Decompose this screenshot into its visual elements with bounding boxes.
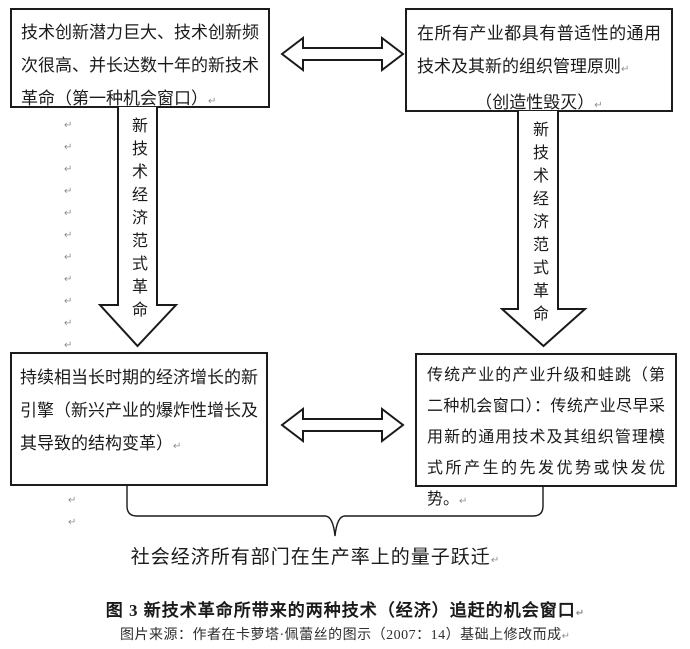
figure-source: 图片来源：作者在卡萝塔·佩蕾丝的图示（2007：14）基础上修改而成↵ — [119, 628, 571, 643]
paragraph-mark: ↵ — [64, 120, 73, 131]
box-growth-engine: 持续相当长时期的经济增长的新引擎（新兴产业的爆炸性增长及其导致的结构变革）↵ — [10, 352, 268, 486]
paragraph-mark: ↵ — [68, 495, 77, 506]
paragraph-mark: ↵ — [64, 142, 73, 153]
paragraph-mark: ↵ — [561, 631, 571, 642]
paragraph-mark: ↵ — [64, 230, 73, 241]
paragraph-mark-column-lower: ↵ ↵ — [68, 490, 76, 534]
paragraph-mark: ↵ — [173, 441, 182, 452]
box-growth-engine-text: 持续相当长时期的经济增长的新引擎（新兴产业的爆炸性增长及其导致的结构变革） — [20, 368, 258, 453]
box-general-purpose-tech-subtext: （创造性毁灭）↵ — [475, 93, 603, 112]
paradigm-label-left: 新技术经济范式革命 — [129, 117, 146, 324]
paragraph-mark: ↵ — [68, 517, 77, 528]
paragraph-mark-column: ↵ ↵ ↵ ↵ ↵ ↵ ↵ ↵ ↵ ↵ ↵ — [64, 115, 72, 357]
brace-conclusion-text: 社会经济所有部门在生产率上的量子跃迁↵ — [130, 547, 500, 568]
paragraph-mark: ↵ — [64, 208, 73, 219]
paragraph-mark: ↵ — [575, 608, 585, 619]
under-brace — [126, 485, 544, 537]
paragraph-mark: ↵ — [64, 252, 73, 263]
down-arrow-right — [500, 111, 588, 348]
paragraph-mark: ↵ — [64, 318, 73, 329]
double-arrow-bottom — [280, 407, 405, 443]
figure-caption: 图 3 新技术革命所带来的两种技术（经济）追赶的机会窗口↵ — [105, 601, 585, 620]
box-industry-upgrade-text: 传统产业的产业升级和蛙跳（第二种机会窗口）：传统产业尽早采用新的通用技术及其组织… — [427, 367, 665, 508]
box-general-purpose-tech: 在所有产业都具有普适性的通用技术及其新的组织管理原则↵ （创造性毁灭）↵ — [405, 8, 673, 112]
box-new-tech-revolution-text: 技术创新潜力巨大、技术创新频次很高、并长达数十年的新技术革命（第一种机会窗口） — [21, 23, 259, 108]
paragraph-mark: ↵ — [594, 100, 603, 111]
paragraph-mark: ↵ — [621, 64, 630, 75]
paragraph-mark: ↵ — [459, 496, 468, 507]
paragraph-mark: ↵ — [64, 274, 73, 285]
paragraph-mark: ↵ — [64, 296, 73, 307]
paragraph-mark: ↵ — [208, 96, 217, 107]
paragraph-mark: ↵ — [64, 340, 73, 351]
paragraph-mark: ↵ — [64, 164, 73, 175]
double-arrow-top — [280, 36, 405, 72]
paragraph-mark: ↵ — [490, 555, 500, 566]
box-industry-upgrade: 传统产业的产业升级和蛙跳（第二种机会窗口）：传统产业尽早采用新的通用技术及其组织… — [415, 353, 677, 508]
down-arrow-left — [97, 107, 179, 348]
paradigm-label-right: 新技术经济范式革命 — [530, 121, 547, 328]
paragraph-mark: ↵ — [64, 186, 73, 197]
box-new-tech-revolution: 技术创新潜力巨大、技术创新频次很高、并长达数十年的新技术革命（第一种机会窗口）↵ — [10, 8, 270, 108]
box-general-purpose-tech-text: 在所有产业都具有普适性的通用技术及其新的组织管理原则↵ — [417, 24, 661, 76]
